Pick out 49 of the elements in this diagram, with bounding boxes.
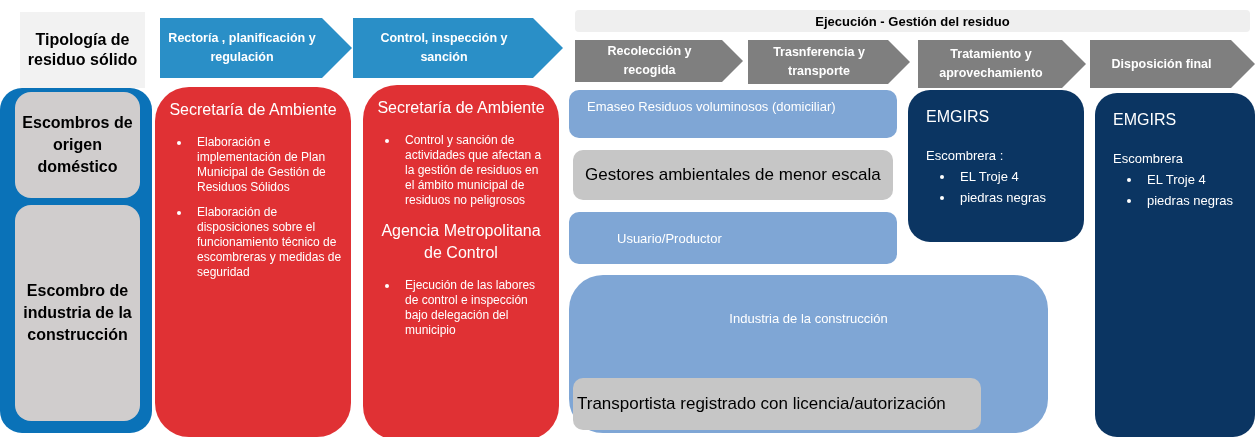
agency-box — [155, 87, 351, 437]
category-panel — [0, 88, 152, 433]
box-label: Transportista registrado con licencia/autorización — [577, 394, 946, 414]
facility-box — [1095, 93, 1255, 437]
actor-box — [573, 378, 981, 430]
bullet-item: piedras negras — [960, 190, 1046, 205]
bullet-item: EL Troje 4 — [1147, 172, 1206, 187]
header-label: Ejecución - Gestión del residuo — [815, 13, 1010, 29]
actor-box — [569, 212, 897, 264]
agency-name: Secretaría de Ambiente — [377, 98, 545, 118]
actor-box — [569, 275, 1048, 433]
entity-name: EMGIRS — [926, 108, 990, 126]
box-label: Escombro de industria de la construcción — [22, 281, 133, 345]
header-label: Control, inspección y sanción — [379, 30, 509, 66]
actor-box — [573, 150, 893, 200]
chevron-header — [575, 40, 743, 82]
bullet-item: Ejecución de las labores de control e inspección bajo delegación del municipio — [405, 278, 537, 338]
box-label: Escombros de origen doméstico — [21, 113, 134, 177]
header-label: Recolección y recogida — [606, 43, 693, 79]
bullet-item: Elaboración de disposiciones sobre el funcionamiento técnico de escombreras y medidas de seguridad — [197, 205, 343, 280]
bullet-item: piedras negras — [1147, 193, 1233, 208]
bullet-item: Control y sanción de actividades que afectan a la gestión de residuos en el ámbito municipal de residuos no peligrosos — [405, 133, 543, 208]
chevron-header — [160, 18, 352, 78]
header-cell — [20, 12, 145, 88]
box-label: Industria de la construcción — [729, 311, 888, 326]
chevron-header — [748, 40, 910, 84]
actor-box — [569, 90, 897, 138]
chevron-header — [918, 40, 1086, 88]
agency-name: Agencia Metropolitana de Control — [380, 221, 542, 263]
box-label: Emaseo Residuos voluminosos (domiciliar) — [587, 99, 836, 114]
chevron-header — [1090, 40, 1255, 88]
bullet-item: EL Troje 4 — [960, 169, 1019, 184]
list-heading: Escombrera : — [926, 148, 1004, 163]
box-label: Usuario/Productor — [617, 230, 722, 246]
box-label: Gestores ambientales de menor escala — [585, 165, 881, 185]
facility-box — [908, 90, 1084, 242]
header-label: Trasnferencia y transporte — [772, 44, 866, 80]
category-box — [15, 205, 140, 421]
chevron-header — [353, 18, 563, 78]
entity-name: EMGIRS — [1113, 111, 1177, 129]
header-label: Tipología de residuo sólido — [26, 30, 139, 70]
header-label: Disposición final — [1110, 55, 1213, 73]
agency-box — [363, 85, 559, 437]
category-box — [15, 92, 140, 198]
bullet-item: Elaboración e implementación de Plan Municipal de Gestión de Residuos Sólidos — [197, 135, 327, 195]
header-label: Tratamiento y aprovechamiento — [938, 46, 1044, 82]
list-heading: Escombrera — [1113, 151, 1184, 166]
header-label: Rectoría , planificación y regulación — [168, 30, 316, 66]
agency-name: Secretaría de Ambiente — [169, 100, 337, 120]
